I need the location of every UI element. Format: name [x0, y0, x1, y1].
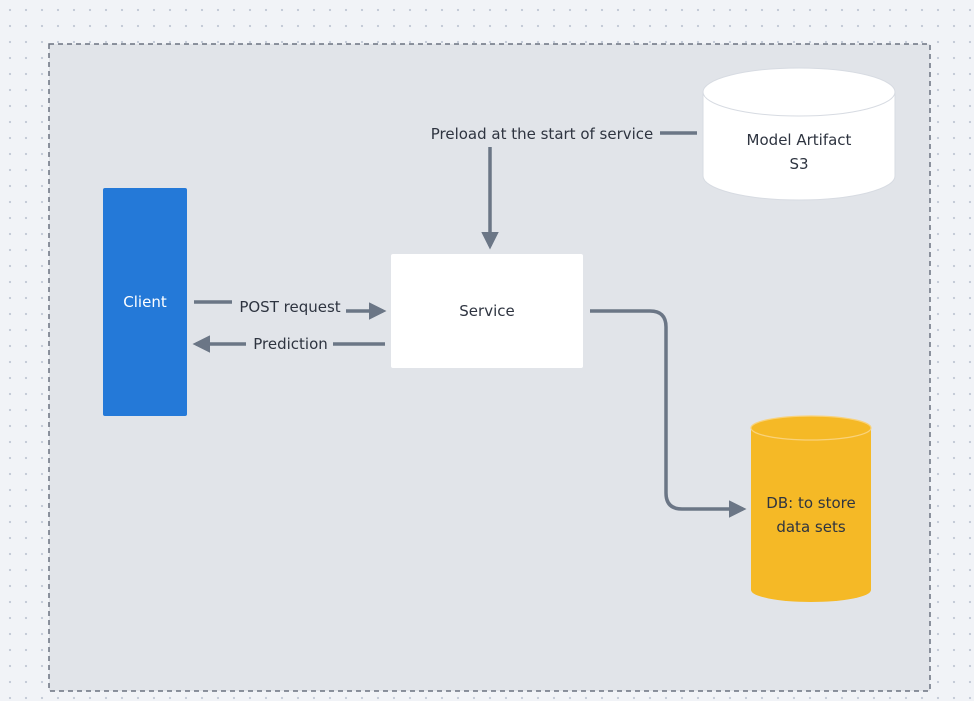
model-artifact-label: Model Artifact S3	[703, 128, 895, 176]
service-db-edge	[590, 309, 747, 518]
model-artifact-cylinder[interactable]	[702, 67, 896, 201]
db-cylinder[interactable]	[750, 415, 872, 602]
prediction-label: Prediction	[248, 332, 333, 356]
model-artifact-line1: Model Artifact	[746, 131, 852, 149]
service-node[interactable]	[391, 254, 583, 368]
client-label: Client	[123, 293, 167, 311]
db-label: DB: to store data sets	[751, 491, 871, 539]
preload-label: Preload at the start of service	[424, 122, 660, 146]
post-request-label: POST request	[234, 295, 346, 319]
client-node[interactable]	[103, 188, 187, 416]
service-label: Service	[459, 302, 515, 320]
model-artifact-line2: S3	[789, 155, 809, 173]
db-line1: DB: to store	[766, 494, 856, 512]
db-line2: data sets	[776, 518, 846, 536]
